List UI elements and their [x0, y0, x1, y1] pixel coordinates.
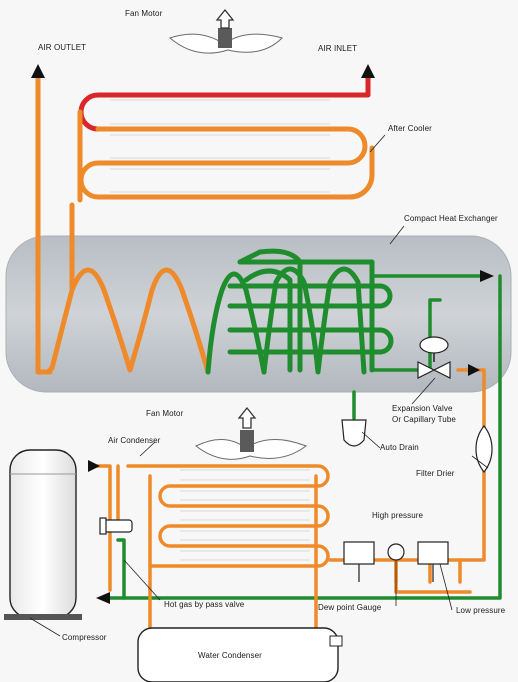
cooled-air-path	[35, 69, 211, 375]
suction-line-right	[108, 274, 502, 600]
filter-drier-label: Filter Drier	[416, 469, 455, 478]
air-inlet-arrow-icon	[361, 64, 375, 78]
bypass-line	[116, 538, 126, 600]
expansion-valve-label: Expansion Valve	[392, 404, 453, 413]
compressor-label: Compressor	[62, 633, 107, 642]
low-pressure-label: Low pressure	[456, 606, 506, 615]
water-condenser-label: Water Condenser	[198, 651, 262, 660]
hot-air-inlet-line	[78, 67, 371, 132]
after-cooler-serpentine	[78, 126, 375, 200]
return-arrow-icon	[96, 592, 110, 604]
condenser-fins	[180, 469, 310, 561]
high-pressure-switch	[343, 541, 375, 565]
after-cooler-coil	[77, 67, 375, 203]
after-cooler-fins	[110, 99, 330, 193]
low-pressure-switch	[417, 541, 449, 565]
fan-motor-bottom-label: Fan Motor	[146, 409, 184, 418]
filter-drier-line	[328, 368, 486, 562]
air-inlet-label: AIR INLET	[318, 44, 358, 53]
refrigerant-piping	[108, 274, 502, 600]
fan-motor-bottom-icon	[195, 406, 308, 460]
water-condenser-icon	[137, 627, 343, 682]
hot-gas-bypass-valve-icon	[99, 517, 133, 535]
after-cooler-label: After Cooler	[388, 124, 432, 133]
compact-heat-exchanger-label: Compact Heat Exchanger	[404, 214, 498, 223]
auto-drain-label: Auto Drain	[380, 443, 419, 452]
suction-arrow-icon	[480, 270, 494, 282]
auto-drain-icon	[341, 419, 367, 447]
air-condenser-coil	[126, 464, 330, 568]
air-outlet-arrow-icon	[31, 64, 45, 78]
discharge-line	[94, 464, 112, 592]
high-pressure-label: High pressure	[372, 511, 424, 520]
fan-motor-top-label: Fan Motor	[125, 9, 163, 18]
air-condenser-label: Air Condenser	[108, 436, 161, 445]
capillary-tube-label: Or Capillary Tube	[392, 415, 456, 424]
valve-arrow-icon	[468, 364, 480, 376]
fan-motor-top-icon	[168, 8, 283, 54]
discharge-arrow-icon	[88, 460, 100, 472]
dew-point-gauge-label: Dew point Gauge	[318, 603, 382, 612]
heat-exchanger-shell	[5, 235, 512, 393]
compressor-icon	[4, 449, 82, 620]
flow-arrows	[31, 64, 494, 604]
dew-point-gauge	[387, 543, 405, 561]
air-outlet-label: AIR OUTLET	[38, 43, 87, 52]
hot-gas-bypass-valve-label: Hot gas by pass valve	[164, 600, 245, 609]
leader-lines	[29, 134, 489, 637]
filter-drier-icon	[475, 425, 493, 473]
expansion-valve-icon	[417, 336, 451, 379]
evaporator-coils	[205, 248, 394, 375]
